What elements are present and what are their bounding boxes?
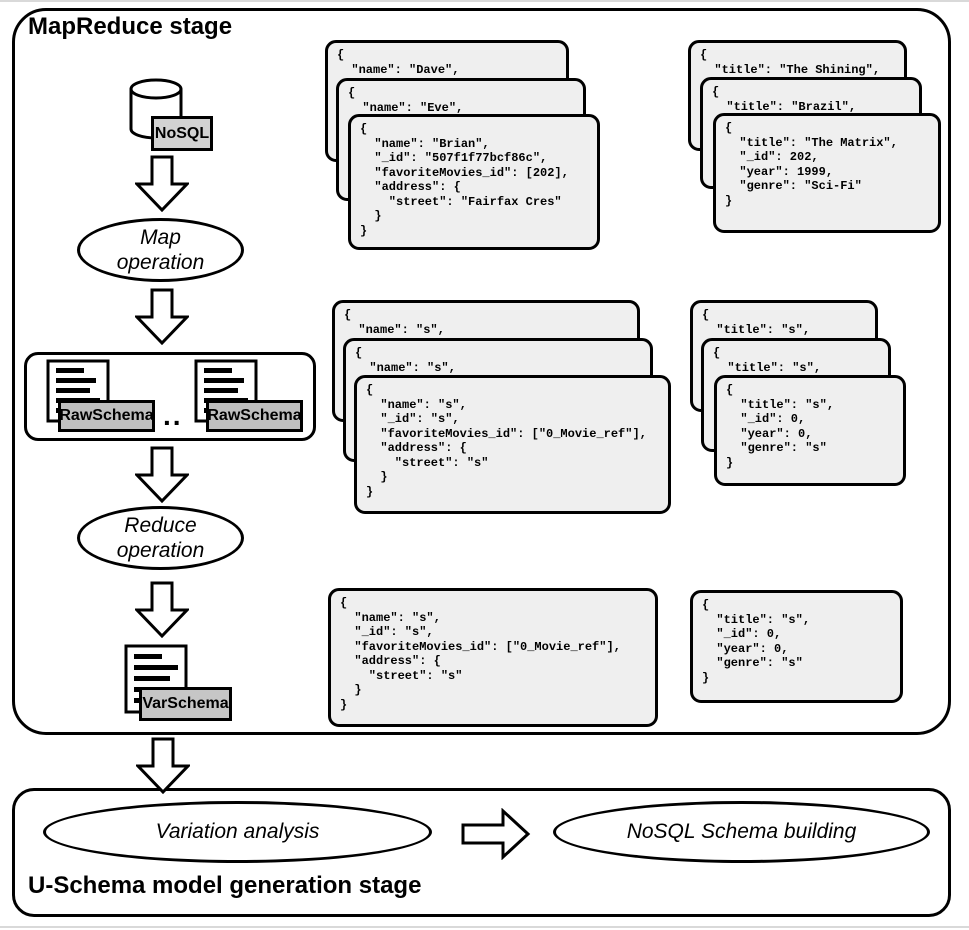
figure-bottom-rule bbox=[0, 926, 969, 928]
variation-analysis-label: Variation analysis bbox=[155, 820, 320, 844]
right-arrow-icon bbox=[461, 808, 531, 860]
nosql-schema-building-label: NoSQL Schema building bbox=[626, 820, 857, 844]
mapreduce-stage-title: MapReduce stage bbox=[28, 13, 233, 40]
json-card-varschema-user: { "name": "s", "_id": "s", "favoriteMovi… bbox=[328, 588, 658, 727]
json-card-rawschema-user: { "name": "s", "_id": "s", "favoriteMovi… bbox=[354, 375, 671, 514]
map-operation-node: Map operation bbox=[77, 218, 244, 282]
figure-top-rule bbox=[0, 0, 969, 2]
json-card-rawschema-movie: { "title": "s", "_id": 0, "year": 0, "ge… bbox=[714, 375, 906, 486]
reduce-operation-label: Reduce operation bbox=[116, 513, 205, 562]
down-arrow-icon bbox=[135, 446, 189, 503]
uschema-stage-title: U-Schema model generation stage bbox=[28, 872, 422, 899]
down-arrow-icon bbox=[135, 581, 189, 638]
map-operation-label: Map operation bbox=[116, 225, 205, 274]
json-card-user-brian: { "name": "Brian", "_id": "507f1f77bcf86… bbox=[348, 114, 600, 250]
stage-transition-arrow-icon bbox=[136, 737, 190, 794]
down-arrow-icon bbox=[135, 288, 189, 345]
json-card-varschema-movie: { "title": "s", "_id": 0, "year": 0, "ge… bbox=[690, 590, 903, 703]
down-arrow-icon bbox=[135, 155, 189, 212]
nosql-schema-building-node: NoSQL Schema building bbox=[553, 801, 930, 863]
rawschema-label: RawSchema bbox=[58, 400, 155, 432]
variation-analysis-node: Variation analysis bbox=[43, 801, 432, 863]
json-card-movie-matrix: { "title": "The Matrix", "_id": 202, "ye… bbox=[713, 113, 941, 233]
ellipsis-dots: .. bbox=[163, 400, 183, 431]
rawschema-label: RawSchema bbox=[206, 400, 303, 432]
reduce-operation-node: Reduce operation bbox=[77, 506, 244, 570]
varschema-label: VarSchema bbox=[139, 687, 232, 721]
nosql-label: NoSQL bbox=[151, 116, 213, 151]
